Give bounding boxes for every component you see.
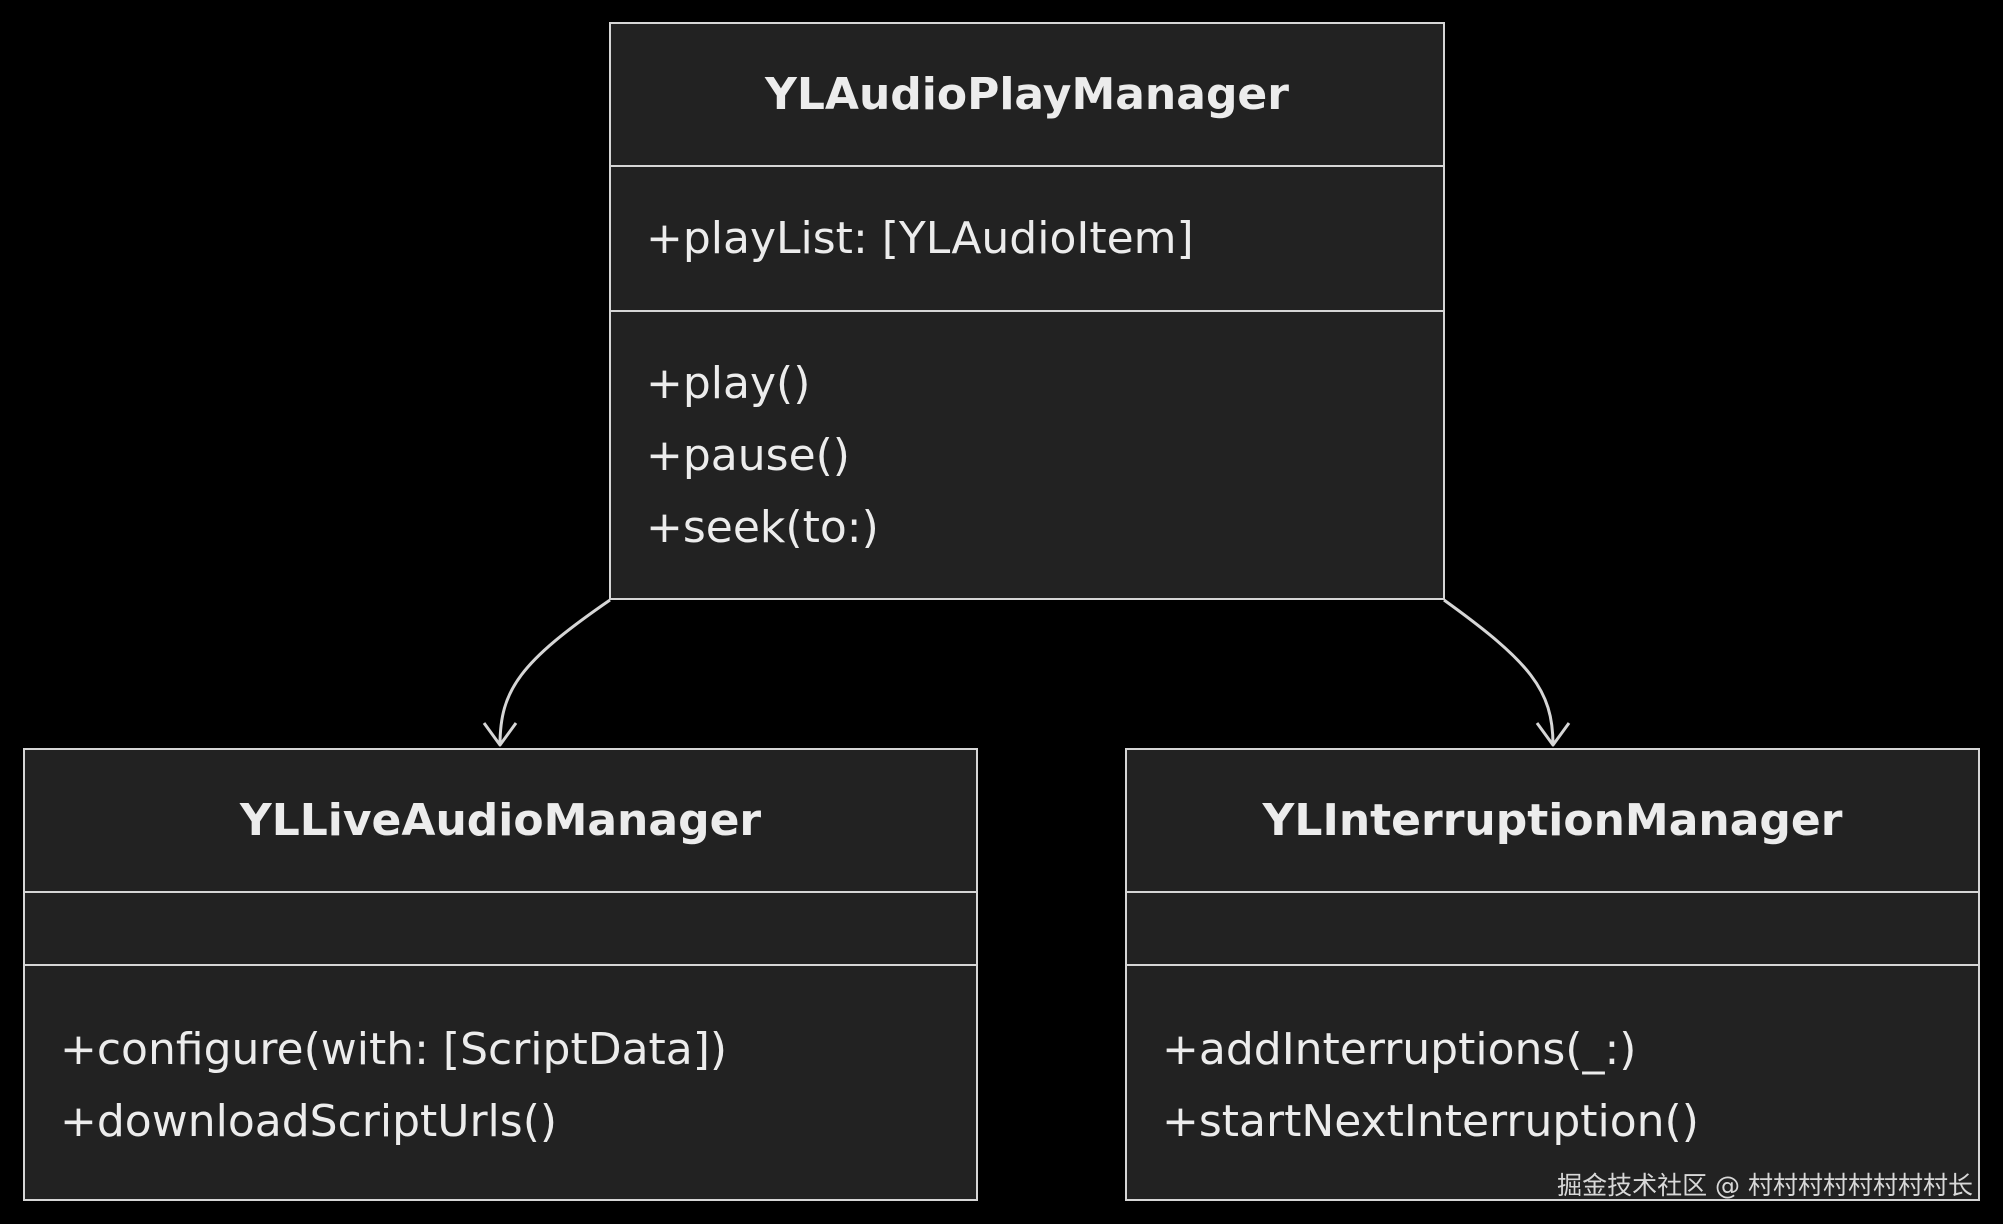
method: +seek(to:) (646, 502, 879, 553)
edge-playmanager-to-interruptionmanager (1443, 598, 1555, 746)
method: +startNextInterruption() (1162, 1096, 1699, 1147)
method: +downloadScriptUrls() (60, 1096, 558, 1147)
arrowhead-liveaudiomanager (482, 722, 518, 747)
methods-section: +play() +pause() +seek(to:) (611, 312, 1443, 564)
attributes-section (25, 893, 976, 966)
method: +pause() (646, 430, 850, 481)
method: +play() (646, 358, 811, 409)
arrowhead-interruptionmanager (1535, 722, 1571, 747)
class-box-ylinterruptionmanager[interactable]: YLInterruptionManager +addInterruptions(… (1125, 748, 1980, 1201)
attributes-section (1127, 893, 1978, 966)
watermark: 掘金技术社区 @ 村村村村村村村村长 (1557, 1171, 1973, 1200)
attributes-section: +playList: [YLAudioItem] (611, 167, 1443, 312)
class-name: YLInterruptionManager (1127, 750, 1978, 893)
method: +configure(with: [ScriptData]) (60, 1024, 728, 1075)
edge-playmanager-to-liveaudiomanager (498, 598, 611, 746)
methods-section: +configure(with: [ScriptData]) +download… (25, 966, 976, 1158)
class-name: YLAudioPlayManager (611, 24, 1443, 167)
methods-section: +addInterruptions(_:) +startNextInterrup… (1127, 966, 1978, 1158)
class-box-ylaudioplaymanager[interactable]: YLAudioPlayManager +playList: [YLAudioIt… (609, 22, 1445, 600)
method: +addInterruptions(_:) (1162, 1024, 1637, 1075)
class-name: YLLiveAudioManager (25, 750, 976, 893)
attribute: +playList: [YLAudioItem] (646, 213, 1194, 264)
class-box-ylliveaudiomanager[interactable]: YLLiveAudioManager +configure(with: [Scr… (23, 748, 978, 1201)
